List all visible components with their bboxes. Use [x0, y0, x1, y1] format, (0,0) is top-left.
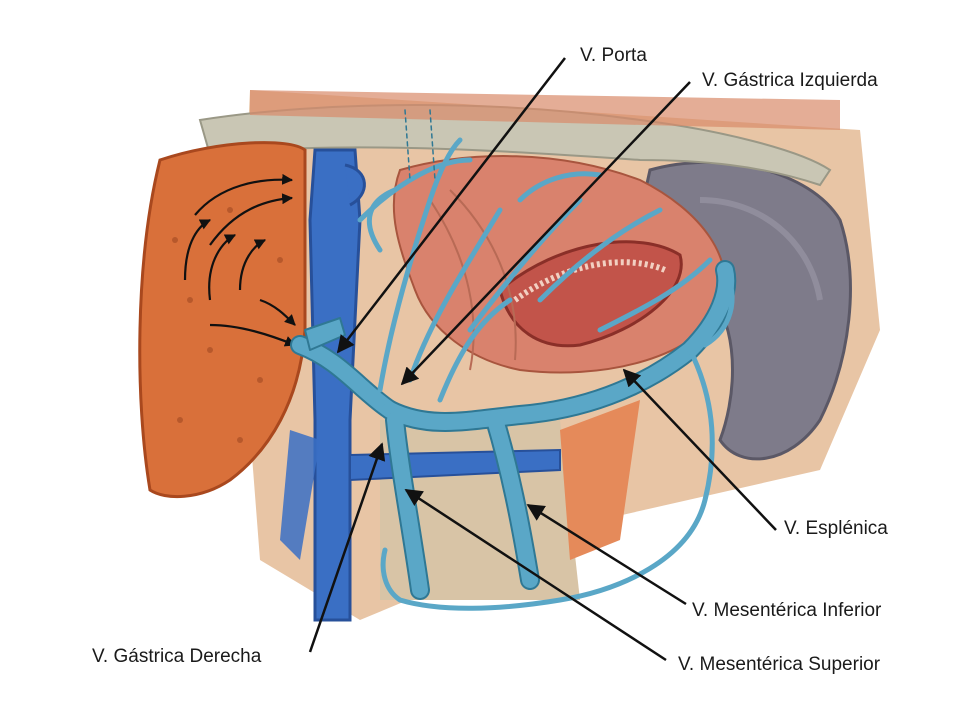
- liver: [138, 141, 307, 499]
- label-v-mesenterica-superior: V. Mesentérica Superior: [678, 654, 881, 675]
- pointer-arrows: [308, 57, 777, 662]
- label-v-mesenterica-inferior: V. Mesentérica Inferior: [692, 600, 882, 621]
- label-v-porta: V. Porta: [580, 45, 647, 66]
- label-v-esplenica: V. Esplénica: [784, 518, 888, 539]
- arrow-porta: [336, 57, 566, 354]
- arrow-gastrica-derecha: [308, 442, 386, 653]
- arrow-mesenterica-inferior: [526, 503, 687, 606]
- label-v-gastrica-derecha: V. Gástrica Derecha: [92, 646, 262, 667]
- arrow-esplenica: [622, 368, 777, 531]
- arrow-gastrica-izquierda: [400, 81, 691, 386]
- liver-flow-arrows: [183, 173, 297, 347]
- label-v-gastrica-izquierda: V. Gástrica Izquierda: [702, 70, 878, 91]
- arrow-mesenterica-superior: [404, 488, 667, 662]
- diaphragm: [198, 90, 840, 187]
